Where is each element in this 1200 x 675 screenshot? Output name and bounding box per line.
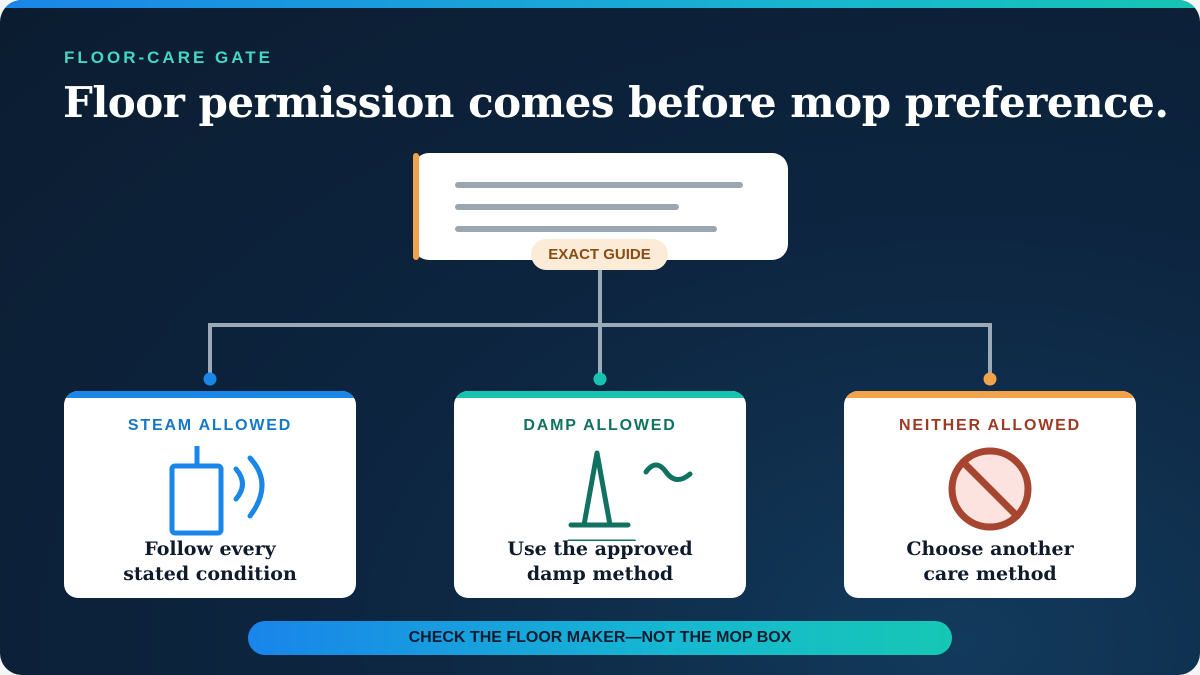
card-label: NEITHER ALLOWED [899, 417, 1081, 434]
card-text-line: Follow every [144, 538, 276, 560]
guide-text-line [455, 204, 679, 210]
top-accent-bar [0, 0, 1200, 8]
card-top-bar [64, 391, 356, 398]
outcome-card-damp: DAMP ALLOWED Use the approved damp metho… [454, 391, 746, 598]
guide-text-line [455, 226, 717, 232]
card-text-line: Choose another [906, 538, 1074, 560]
steam-mop-icon [169, 446, 265, 536]
footer-banner: CHECK THE FLOOR MAKER—NOT THE MOP BOX [248, 621, 952, 655]
eyebrow-label: FLOOR-CARE GATE [64, 48, 274, 67]
damp-branch-dot [593, 372, 607, 386]
card-text-line: care method [923, 563, 1057, 585]
card-label: DAMP ALLOWED [523, 417, 677, 434]
prohibited-icon [948, 447, 1032, 531]
steam-branch-dot [203, 372, 217, 386]
outcome-card-steam: STEAM ALLOWED Follow every stated condit… [64, 391, 356, 598]
page-title: Floor permission comes before mop prefer… [63, 78, 1169, 127]
card-label: STEAM ALLOWED [127, 417, 293, 434]
card-description: Use the approved damp method [454, 537, 746, 587]
exact-guide-badge: EXACT GUIDE [531, 239, 668, 270]
card-description: Choose another care method [844, 537, 1136, 587]
outcome-card-neither: NEITHER ALLOWED Choose another care meth… [844, 391, 1136, 598]
guide-text-line [455, 182, 743, 188]
guide-accent-stripe [413, 153, 419, 260]
card-description: Follow every stated condition [64, 537, 356, 587]
card-text-line: stated condition [123, 563, 297, 585]
card-top-bar [844, 391, 1136, 398]
card-text-line: damp method [526, 563, 674, 585]
damp-mop-icon [566, 450, 693, 541]
card-top-bar [454, 391, 746, 398]
neither-branch-dot [983, 372, 997, 386]
branch-line [208, 323, 992, 378]
card-text-line: Use the approved [507, 538, 693, 560]
